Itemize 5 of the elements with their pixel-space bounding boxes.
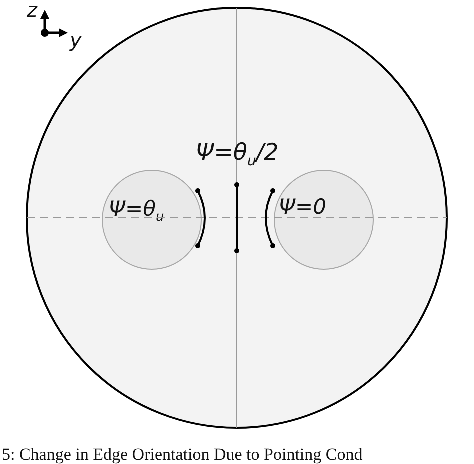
angle-label: Ψ=θ$_{u}$/2	[196, 142, 279, 169]
axis-label: y	[70, 30, 82, 50]
axis-label: z	[27, 0, 38, 20]
angle-label: Ψ=0	[279, 195, 326, 219]
caption: 5: Change in Edge Orientation Due to Pointing Cond	[2, 446, 363, 463]
